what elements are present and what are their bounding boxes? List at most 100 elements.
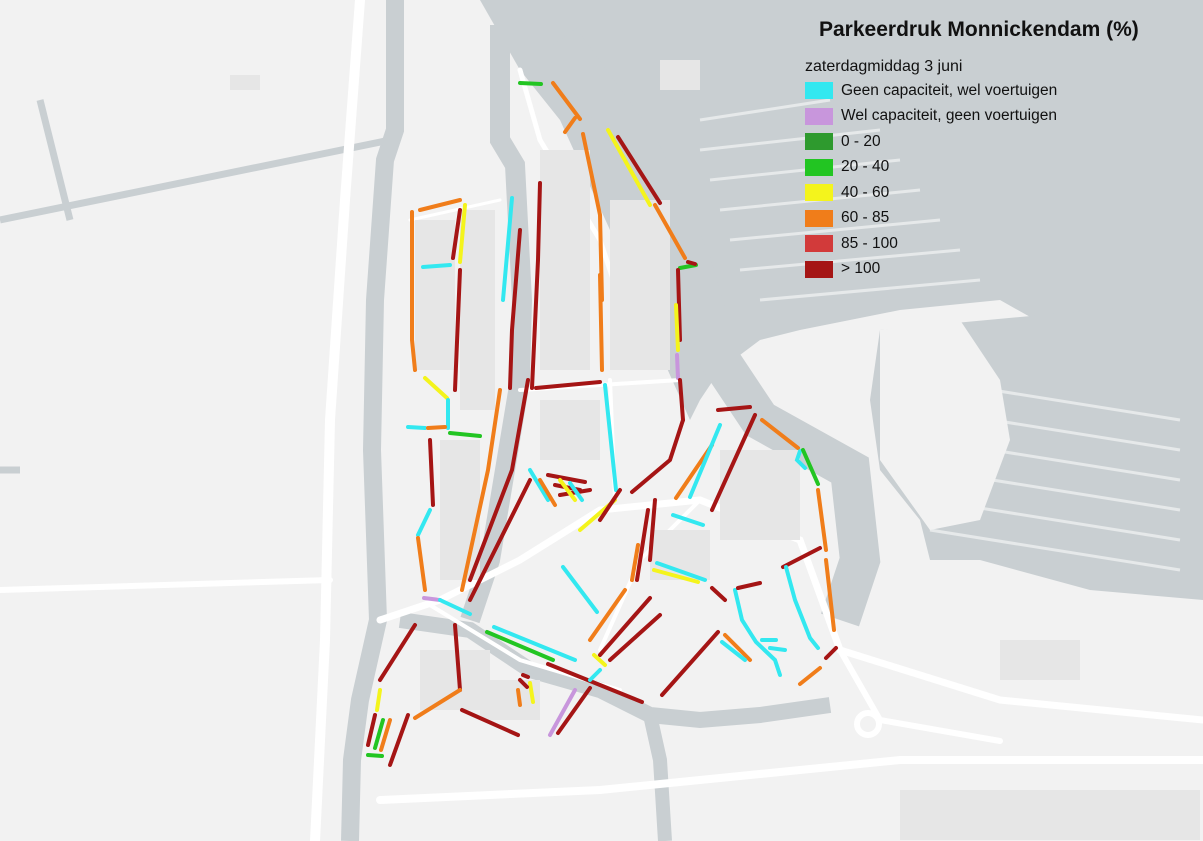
legend-swatch [805, 235, 833, 253]
parking-segment-dred [660, 630, 720, 697]
parking-segment-orange [760, 418, 800, 450]
parking-segment-cyan [733, 588, 782, 677]
parking-segment-dred [453, 623, 462, 692]
parking-segment-cyan [794, 449, 807, 470]
parking-segment-cyan [588, 668, 602, 682]
parking-segment-dred [534, 380, 602, 390]
parking-segment-orange [630, 543, 640, 582]
harbour-land [880, 320, 1010, 530]
parking-segment-orange [410, 210, 417, 372]
parking-segment-dred [598, 596, 652, 657]
legend-item: 60 - 85 [805, 206, 1200, 232]
legend-swatch [805, 107, 833, 125]
parking-segment-yellow [558, 478, 577, 502]
parking-segment-orange [418, 198, 462, 212]
parking-segment-dred [676, 268, 682, 342]
legend-item: 0 - 20 [805, 129, 1200, 155]
legend-swatch [805, 184, 833, 202]
parking-segment-dred [598, 488, 622, 522]
parking-segment-dred [508, 228, 522, 390]
legend-swatch [805, 158, 833, 176]
parking-segment-dred [608, 613, 662, 662]
parking-segment-green [448, 431, 482, 438]
parking-segment-cyan [528, 468, 550, 502]
legend-item: Wel capaciteit, geen voertuigen [805, 104, 1200, 130]
parking-segment-yellow [423, 376, 449, 400]
parking-segment-lilac [675, 353, 680, 380]
parking-segment-orange [379, 718, 392, 752]
parking-segment-yellow [458, 203, 467, 264]
parking-segment-orange [723, 633, 752, 662]
roundabout [854, 710, 882, 738]
parking-segment-dred [678, 378, 685, 422]
parking-segment-dred [378, 623, 417, 682]
parking-segment-orange [581, 132, 604, 302]
field-canals [0, 99, 391, 474]
parking-segment-orange [416, 536, 427, 592]
parking-segment-orange [516, 688, 522, 707]
parking-segment-cyan [603, 383, 618, 492]
parking-segment-green [518, 81, 543, 86]
parking-segment-cyan [406, 425, 427, 430]
parking-segment-lilac [422, 596, 442, 602]
parking-segment-cyan [492, 625, 577, 662]
legend-label: > 100 [841, 260, 881, 278]
parking-segment-dred [736, 581, 762, 590]
legend-subtitle: zaterdagmiddag 3 juni [805, 58, 963, 75]
parking-segment-orange [426, 425, 447, 430]
legend-label: 40 - 60 [841, 183, 890, 201]
parking-segment-green [485, 630, 555, 662]
parking-segment-cyan [688, 423, 722, 499]
parking-segment-dred [518, 678, 529, 689]
map-title: Parkeerdruk Monnickendam (%) [819, 18, 1139, 41]
legend-label: 60 - 85 [841, 209, 890, 227]
legend-item: > 100 [805, 257, 1200, 283]
parking-segment-cyan [568, 481, 584, 502]
parking-segment-cyan [768, 646, 787, 652]
parking-segment-dred [366, 713, 377, 747]
parking-segment-cyan [561, 565, 599, 614]
parking-segment-orange [563, 116, 577, 134]
water-canal-south2 [643, 713, 672, 841]
parking-segment-cyan [438, 598, 472, 616]
water-channel [543, 28, 881, 627]
parking-segment-dred [521, 673, 530, 679]
legend-swatch [805, 133, 833, 151]
parking-segment-yellow [528, 681, 535, 704]
parking-segment-dred [468, 478, 532, 602]
parking-segment-orange [598, 273, 604, 372]
legend-label: Wel capaciteit, geen voertuigen [841, 107, 1057, 125]
parking-segment-yellow [606, 128, 652, 207]
parking-segment-dred [616, 135, 662, 205]
parking-segment-dred [451, 208, 462, 260]
parking-segment-dred [686, 260, 697, 266]
parking-segment-orange [798, 666, 822, 686]
legend-item: 85 - 100 [805, 231, 1200, 257]
parking-segment-dred [556, 686, 592, 735]
parking-segment-dred [635, 508, 650, 582]
water-canal-west [341, 0, 404, 841]
parking-segment-dred [428, 438, 435, 507]
parking-segment-orange [460, 388, 502, 592]
parking-segment-orange [588, 588, 627, 642]
water-canal-inner [460, 25, 533, 624]
parking-segment-dred [716, 405, 752, 412]
legend-swatch [805, 82, 833, 100]
parking-segment-cyan [784, 565, 820, 650]
parking-segment-dred [546, 662, 644, 704]
legend-item: 20 - 40 [805, 155, 1200, 181]
legend-label: 20 - 40 [841, 158, 890, 176]
parking-segment-dred [648, 498, 657, 562]
parking-segment-orange [538, 478, 557, 507]
legend-label: Geen capaciteit, wel voertuigen [841, 81, 1058, 99]
building-blocks [230, 60, 1200, 840]
parking-segment-cyan [501, 196, 514, 302]
map-legend: Parkeerdruk Monnickendam (%) zaterdagmid… [805, 18, 1200, 282]
parking-segment-orange [551, 81, 582, 121]
legend-label: 85 - 100 [841, 234, 898, 252]
legend-label: 0 - 20 [841, 132, 881, 150]
parking-segment-dred [388, 713, 410, 767]
